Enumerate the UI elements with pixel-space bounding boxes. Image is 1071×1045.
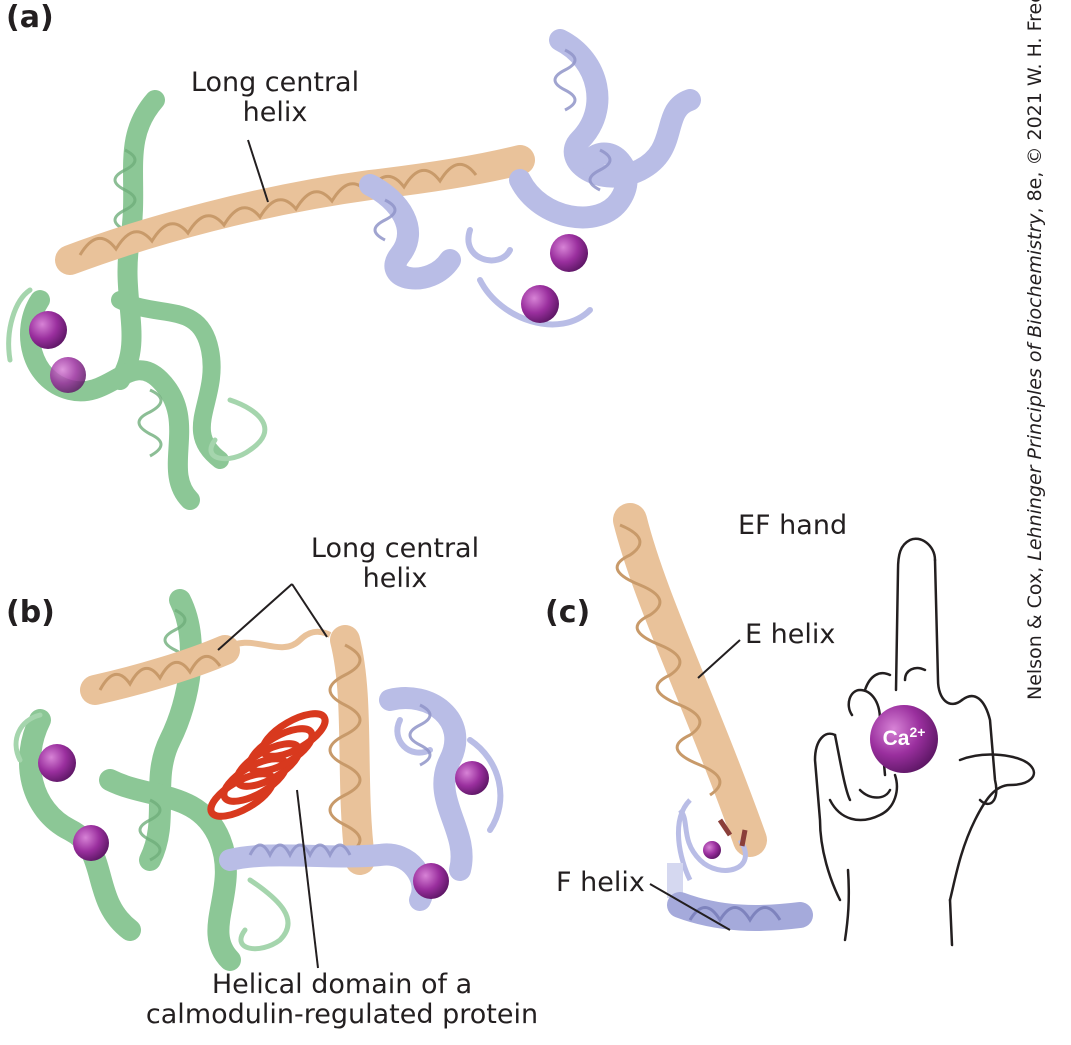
- calcium-ion: [413, 863, 449, 899]
- panel-a-c-lobe: [359, 29, 701, 328]
- panel-c-callout-lines: [649, 639, 741, 931]
- panel-b-structure: [13, 589, 504, 971]
- panel-b-calcium-ions: [38, 744, 489, 899]
- panel-a-n-lobe: [6, 90, 268, 510]
- ef-hand-title: EF hand: [738, 510, 848, 541]
- ion-charge: 2+: [909, 724, 926, 740]
- ion-symbol: Ca: [882, 727, 910, 750]
- panel-a-central-helix-label: Long central helix: [180, 67, 370, 129]
- panel-b-label: (b): [6, 595, 55, 630]
- panel-a-label: (a): [6, 0, 54, 35]
- panel-a-c-lobe-coils: [373, 48, 612, 242]
- panel-b-central-helix: [80, 625, 375, 875]
- credit-prefix: Nelson & Cox,: [1024, 560, 1046, 700]
- panel-a-structure: [6, 29, 701, 510]
- copyright-credit: Nelson & Cox, Lehninger Principles of Bi…: [1024, 0, 1054, 700]
- e-helix-label: E helix: [745, 619, 836, 650]
- credit-book-title: Lehninger Principles of Biochemistry: [1024, 213, 1046, 561]
- calcium-ion: [521, 285, 559, 323]
- ef-loop: [675, 798, 748, 882]
- credit-suffix: , 8e, © 2021 W. H. Freeman and Company: [1024, 0, 1046, 214]
- panel-c-structure: [613, 503, 813, 931]
- callout-text: Long central helix: [310, 533, 480, 595]
- panel-b-n-lobe: [13, 589, 291, 971]
- panel-b-central-helix-label: Long central helix: [300, 533, 490, 595]
- panel-c-label: (c): [545, 595, 591, 630]
- calcium-ion-label: Ca2+: [868, 724, 940, 751]
- e-helix-ribbon: [613, 503, 767, 857]
- panel-a-callout-line: [247, 139, 269, 203]
- panel-a-central-helix: [55, 145, 535, 275]
- calcium-ion: [38, 744, 76, 782]
- panel-b-target-domain-label: Helical domain of a calmodulin-regulated…: [132, 969, 552, 1031]
- panel-b-callout-lines: [217, 583, 328, 969]
- callout-text: Long central helix: [190, 67, 360, 129]
- panel-b-c-lobe-coils: [248, 703, 432, 859]
- panel-b-target-helix: [207, 710, 329, 820]
- calcium-ion: [455, 761, 489, 795]
- calcium-ion: [703, 841, 721, 859]
- calcium-ion: [50, 357, 86, 393]
- calcium-ion-large: [870, 705, 938, 773]
- panel-a-n-lobe-coils: [113, 148, 163, 458]
- calcium-ion: [29, 311, 67, 349]
- calcium-ion: [73, 825, 109, 861]
- hand-drawing: [813, 537, 1036, 947]
- callout-text: Helical domain of a calmodulin-regulated…: [145, 969, 539, 1031]
- f-helix-label: F helix: [556, 867, 645, 898]
- calcium-ion: [550, 234, 588, 272]
- panel-a-calcium-ions: [29, 234, 588, 393]
